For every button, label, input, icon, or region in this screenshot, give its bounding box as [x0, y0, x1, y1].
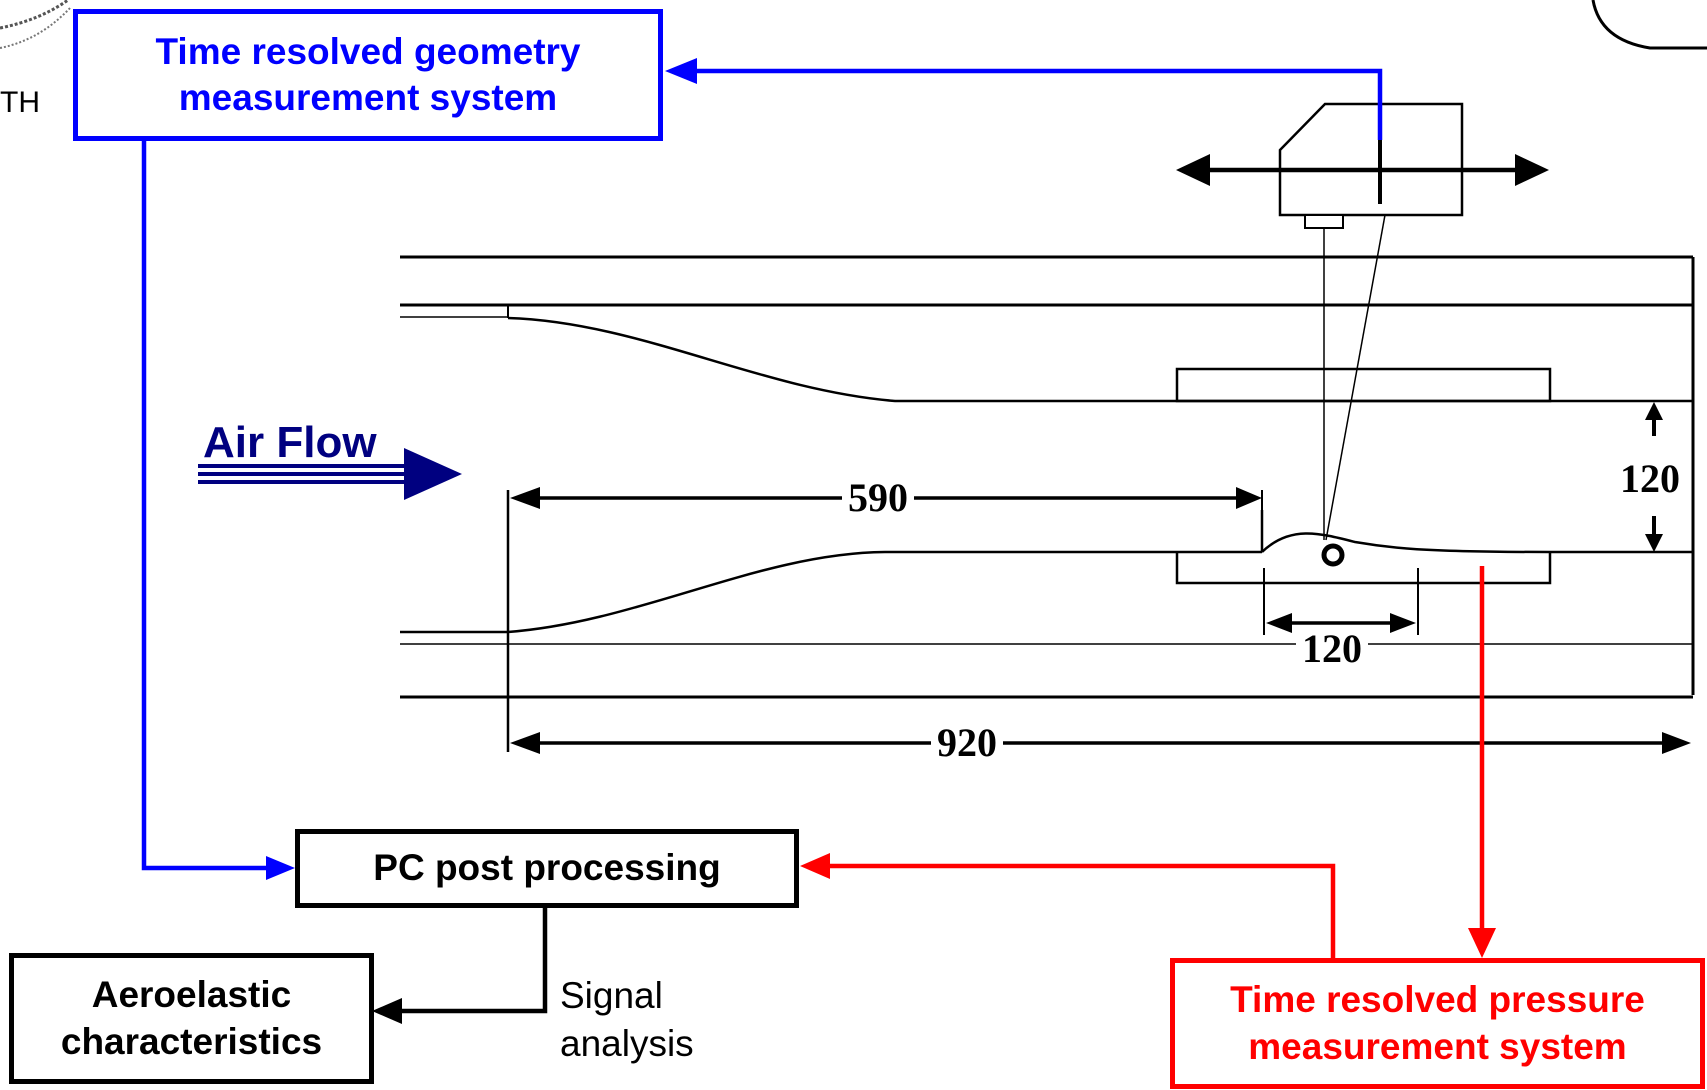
air-flow-label: Air Flow [203, 418, 377, 467]
pressure-box-line1: Time resolved pressure [1230, 979, 1645, 1021]
pc-post-processing-box: PC post processing [295, 829, 799, 908]
lower-window-frame [1175, 552, 1552, 585]
air-flow-arrow [198, 448, 462, 500]
geometry-box-line2: measurement system [178, 77, 558, 118]
dim-920-label: 920 [931, 719, 1003, 766]
lower-nozzle-contour [400, 550, 1262, 634]
laser-beam-angled [1325, 214, 1386, 541]
signal-analysis-label: Signal analysis [560, 972, 694, 1068]
aeroelastic-box-line2: characteristics [60, 1020, 323, 1062]
traverse-arrow-left [1176, 154, 1210, 186]
logo-fragment [0, 0, 71, 49]
aeroelastic-characteristics-box: Aeroelastic characteristics [9, 953, 374, 1084]
pressure-box-line2: measurement system [1248, 1025, 1627, 1067]
geometry-box-line1: Time resolved geometry [155, 30, 581, 72]
pressure-measurement-box: Time resolved pressure measurement syste… [1170, 958, 1705, 1089]
analysis-signal-path [372, 908, 548, 1024]
aeroelastic-box-line1: Aeroelastic [91, 974, 292, 1016]
sensor-body [1278, 102, 1464, 217]
airfoil-model [1261, 532, 1693, 554]
dim-590-label: 590 [842, 474, 914, 521]
dim-120-model-label: 120 [1296, 625, 1368, 672]
logo-text: TH [0, 86, 40, 119]
dim-120-height-label: 120 [1618, 455, 1682, 502]
model-pivot [1321, 543, 1345, 567]
pressure-signal-path [800, 566, 1496, 958]
signal-analysis-line2: analysis [560, 1023, 694, 1065]
geometry-measurement-box: Time resolved geometry measurement syste… [73, 9, 663, 141]
wind-tunnel-channel [400, 255, 1695, 699]
upper-window-frame [1175, 367, 1552, 403]
pc-box-label: PC post processing [373, 847, 721, 889]
geometry-signal-path [141, 58, 1383, 880]
traverse-arrow-right [1515, 154, 1549, 186]
logo-circle-fragment [1591, 0, 1707, 50]
optical-sensor [1176, 102, 1549, 541]
signal-analysis-line1: Signal [560, 975, 663, 1016]
dimension-lines [506, 402, 1691, 754]
upper-nozzle-contour [507, 316, 1693, 403]
sensor-lens [1304, 214, 1344, 229]
